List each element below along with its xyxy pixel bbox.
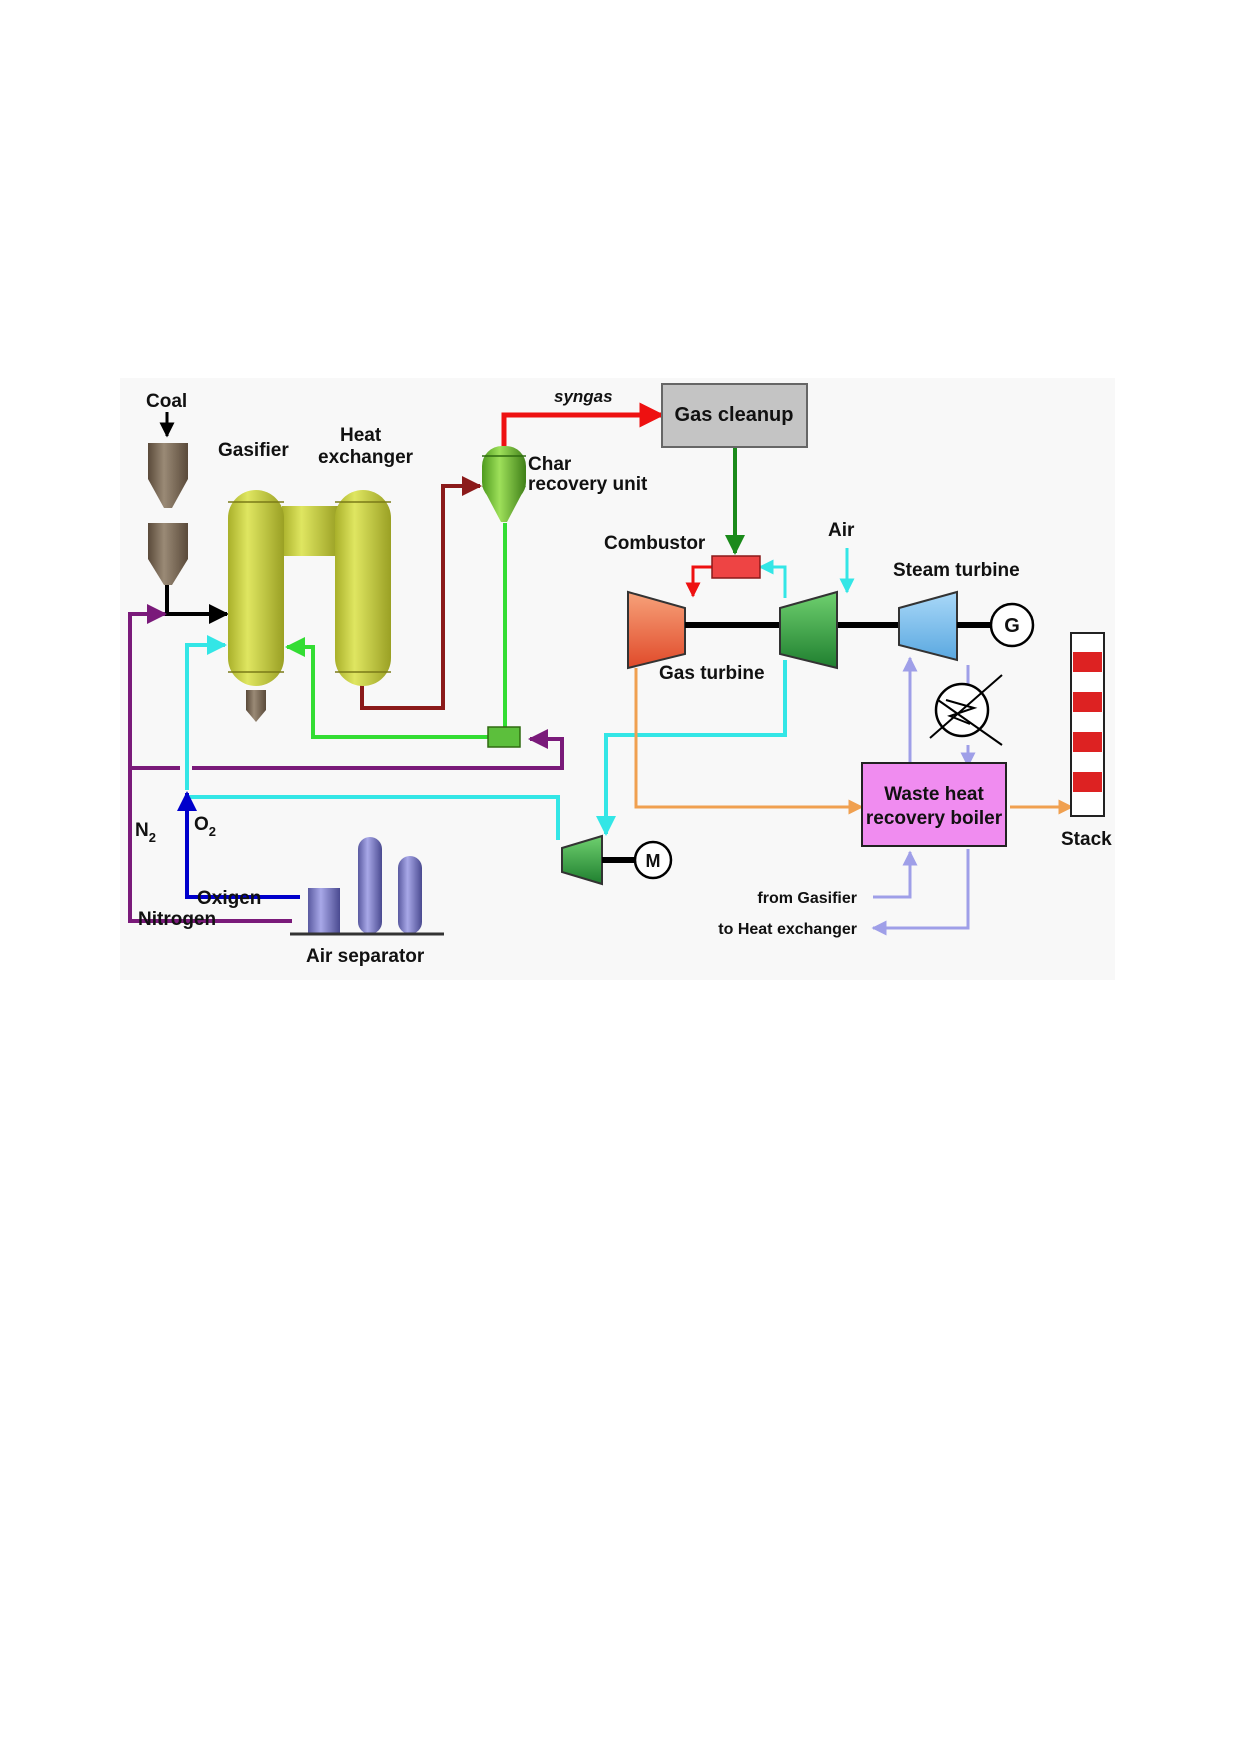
motor-label: M: [646, 851, 661, 871]
motor-icon: [633, 840, 673, 880]
syngas-line: [501, 402, 665, 446]
oxygen-compressor-icon: [561, 834, 603, 886]
gas-cleanup-box: [661, 383, 808, 448]
char-return-line: [285, 523, 507, 739]
syngas-label: syngas: [554, 387, 613, 406]
coal-label: Coal: [146, 391, 187, 412]
coal-to-gasifier-line: [165, 585, 229, 624]
from-gasifier-line: [873, 850, 918, 899]
char-label-1: Char: [528, 454, 572, 475]
air-separator-icon: [290, 837, 444, 936]
nitrogen-to-char-line: [130, 729, 564, 770]
condenser-icon: [929, 674, 1003, 746]
nitrogen-label: Nitrogen: [138, 909, 216, 930]
waste-heat-recovery-boiler-box: [861, 762, 1007, 847]
combustor-to-turbine-line: [685, 565, 716, 598]
to-heat-exchanger-line: [871, 849, 970, 936]
heat-exchanger-vessel-icon: [335, 490, 391, 686]
heat-exchanger-label-2: exchanger: [318, 447, 414, 468]
oxigen-label: Oxigen: [197, 888, 261, 909]
to-heat-exchanger-label: to Heat exchanger: [718, 921, 857, 938]
air-separator-label: Air separator: [306, 946, 425, 967]
whrb-label-2: recovery boiler: [866, 808, 1003, 829]
oxygen-to-compressor-line: [187, 795, 560, 840]
gas-cleanup-label: Gas cleanup: [675, 404, 794, 426]
stack-icon: [1070, 632, 1105, 817]
whrb-label-1: Waste heat: [884, 784, 984, 805]
gasifier-vessel-icon: [228, 490, 338, 722]
oxygen-line: [185, 635, 227, 790]
compressor-to-combustor-line: [758, 559, 787, 598]
air-label: Air: [828, 520, 855, 541]
gas-turbine-label: Gas turbine: [659, 663, 765, 684]
combustor-icon: [711, 555, 761, 579]
steam-turbine-label: Steam turbine: [893, 560, 1020, 581]
char-recovery-unit-icon: [482, 446, 526, 522]
o2-label: O2: [194, 814, 216, 839]
char-label-2: recovery unit: [528, 474, 648, 495]
raw-gas-line: [360, 476, 482, 710]
steam-turbine-icon: [898, 590, 958, 662]
oxygen-blue-line: [177, 791, 300, 899]
exhaust-line: [634, 668, 864, 815]
generator-icon: [989, 602, 1035, 648]
from-gasifier-label: from Gasifier: [757, 890, 857, 907]
stack-label: Stack: [1061, 829, 1112, 850]
compressor-icon: [779, 590, 838, 670]
diagram-background: [120, 378, 1115, 980]
n2-label: N2: [135, 820, 156, 845]
combustor-label: Combustor: [604, 533, 706, 554]
compressor-bleed-line: [596, 660, 787, 836]
coal-hopper-icon: [148, 443, 188, 585]
filter-box-icon: [487, 726, 521, 748]
gas-turbine-expander-icon: [627, 590, 686, 670]
generator-label: G: [1004, 615, 1020, 637]
gasifier-label: Gasifier: [218, 440, 289, 461]
heat-exchanger-label-1: Heat: [340, 425, 382, 446]
